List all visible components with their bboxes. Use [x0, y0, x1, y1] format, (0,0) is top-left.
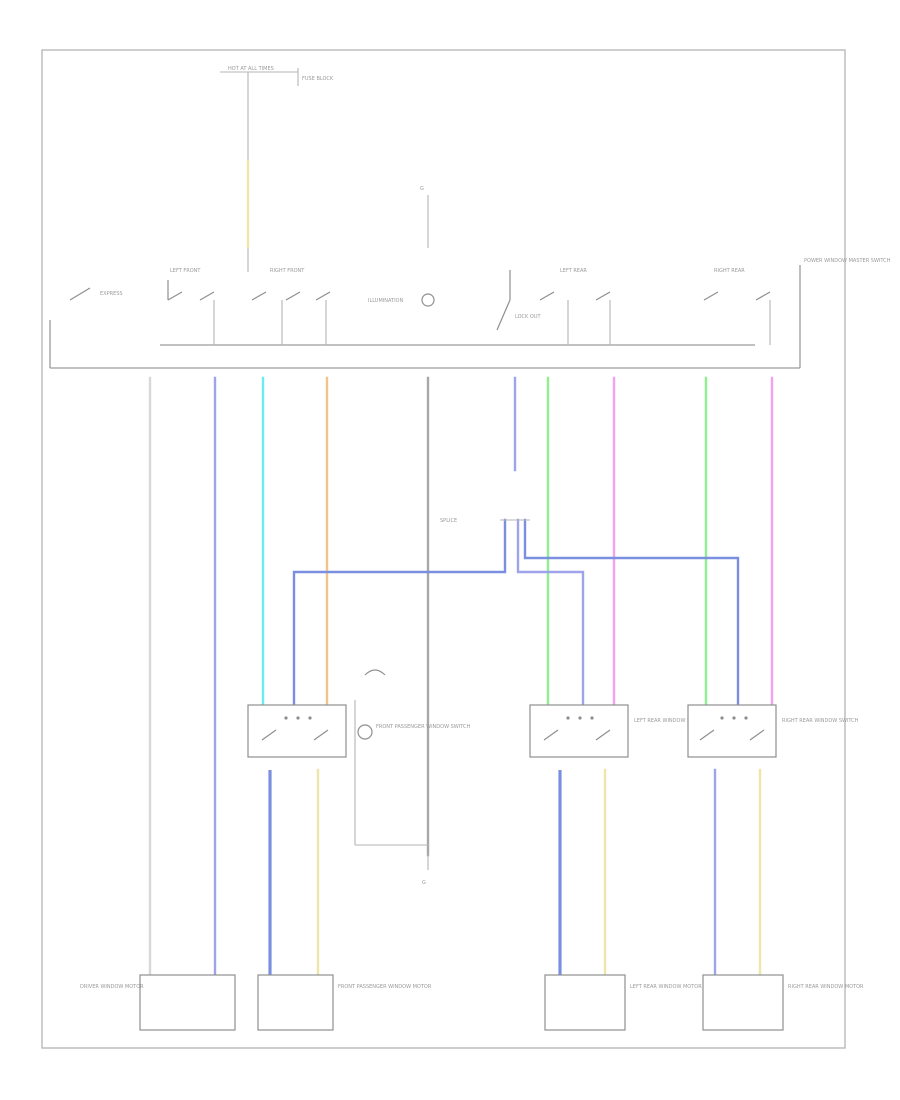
right-front-switch-label: RIGHT FRONT [270, 268, 305, 274]
ground-top-label: G [420, 186, 424, 192]
splice-label: SPLICE [440, 518, 457, 524]
splice-block: SPLICE [440, 518, 530, 524]
right-rear-window-motor: RIGHT REAR WINDOW MOTOR [702, 974, 864, 1031]
left-rear-window-switch: LEFT REAR WINDOW SWITCH [529, 704, 707, 758]
master-switch-contacts: EXPRESS LEFT FRONT RIGHT FRONT ILLUMINAT… [69, 268, 771, 345]
diagram-border [41, 49, 846, 1049]
express-label: EXPRESS [100, 291, 123, 297]
right-rear-switch-label-2: RIGHT REAR WINDOW SWITCH [782, 718, 859, 724]
front-passenger-switch-label: FRONT PASSENGER WINDOW SWITCH [376, 724, 470, 730]
hot-at-all-times-label: HOT AT ALL TIMES [228, 66, 274, 72]
right-rear-window-switch: RIGHT REAR WINDOW SWITCH [687, 704, 859, 758]
illumination-lamp [421, 293, 435, 307]
driver-window-motor: DRIVER WINDOW MOTOR [80, 974, 236, 1031]
driver-motor-label: DRIVER WINDOW MOTOR [80, 984, 144, 990]
lock-out-label: LOCK OUT [515, 314, 541, 320]
wires [148, 376, 774, 977]
left-rear-motor-label: LEFT REAR WINDOW MOTOR [630, 984, 702, 990]
fuse-block-label: FUSE BLOCK [302, 76, 334, 82]
left-rear-switch-label: LEFT REAR [560, 268, 587, 274]
power-feed: HOT AT ALL TIMES FUSE BLOCK [220, 66, 334, 272]
front-passenger-motor-label: FRONT PASSENGER WINDOW MOTOR [338, 984, 432, 990]
left-rear-window-motor: LEFT REAR WINDOW MOTOR [544, 974, 702, 1031]
ground-bottom-label: G [422, 880, 426, 886]
top-ground: G [420, 186, 429, 248]
master-switch-label: POWER WINDOW MASTER SWITCH [804, 258, 891, 264]
right-rear-switch-label: RIGHT REAR [714, 268, 745, 274]
left-rear-switch-label-2: LEFT REAR WINDOW SWITCH [634, 718, 707, 724]
illumination-label: ILLUMINATION [368, 298, 403, 304]
ground-bottom: G [422, 855, 429, 886]
front-passenger-window-motor: FRONT PASSENGER WINDOW MOTOR [257, 974, 432, 1031]
left-front-switch-label: LEFT FRONT [170, 268, 201, 274]
front-passenger-window-switch: FRONT PASSENGER WINDOW SWITCH [247, 669, 470, 846]
right-rear-motor-label: RIGHT REAR WINDOW MOTOR [788, 984, 864, 990]
master-switch-bus: POWER WINDOW MASTER SWITCH [49, 258, 891, 369]
